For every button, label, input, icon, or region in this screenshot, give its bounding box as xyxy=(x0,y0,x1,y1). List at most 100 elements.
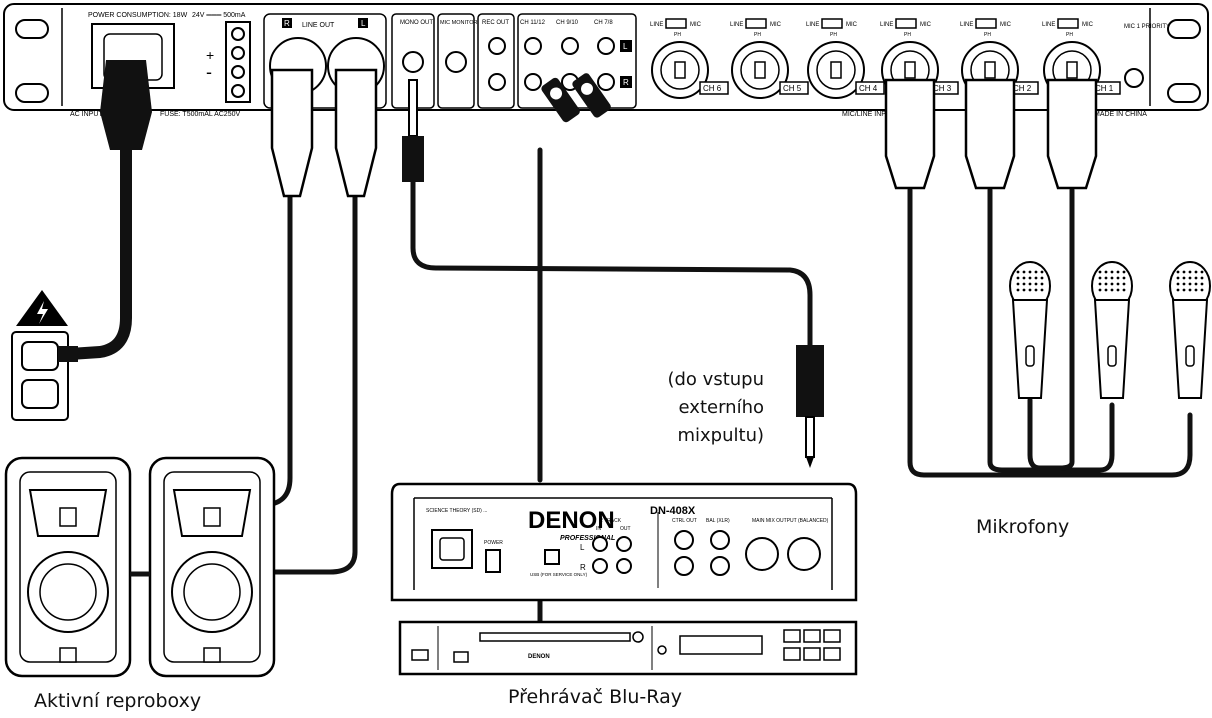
mic-switch-label: MIC xyxy=(1000,22,1012,28)
made-in-china-label: MADE IN CHINA xyxy=(1094,111,1147,118)
combo-input-jack: CH 5 xyxy=(731,41,809,99)
denon-usb-port xyxy=(544,549,560,565)
denon-xlr-out-r xyxy=(745,537,779,571)
denon-power-switch xyxy=(485,549,501,573)
channel-label: CH 5 xyxy=(783,84,802,93)
xlr-plug-l xyxy=(334,68,378,198)
speaker-cabinet xyxy=(4,456,132,678)
phantom-label: PH xyxy=(1066,32,1073,38)
mic-monitor-jack xyxy=(445,51,467,73)
channel-label: CH 2 xyxy=(1013,84,1032,93)
mic-cable-1 xyxy=(907,187,1193,478)
rack-hole-icon xyxy=(1167,19,1201,39)
rec-out-label: REC OUT xyxy=(482,20,509,26)
rack-hole-icon xyxy=(15,19,49,39)
power-consumption-label: POWER CONSUMPTION: 18W xyxy=(88,12,188,19)
ch-9-10-label: CH 9/10 xyxy=(556,20,579,26)
external-mixer-jack-plug xyxy=(796,345,824,417)
combo-input-jack: CH 6 xyxy=(651,41,729,99)
mic-plug-ch1 xyxy=(1046,78,1098,190)
active-speakers xyxy=(4,456,276,678)
phantom-label: PH xyxy=(830,32,837,38)
mic-switch-label: MIC xyxy=(846,22,858,28)
mono-jack-plug xyxy=(402,136,424,182)
bluray-power-button[interactable] xyxy=(411,649,429,661)
mic-monitor-label: MIC MONITOR xyxy=(440,20,478,26)
line-mic-switch: LINE MIC PH xyxy=(960,18,1012,38)
rack-hole-icon xyxy=(1167,83,1201,103)
ch-7-8-label: CH 7/8 xyxy=(594,20,613,26)
ch-7-8-l-label: L xyxy=(623,42,628,51)
denon-ctrl-out-label: CTRL OUT xyxy=(672,518,697,524)
line-out-r-label: R xyxy=(284,19,290,28)
fuse-label: FUSE: T500mAL AC250V xyxy=(160,111,240,118)
ac-input-label: AC INPUT xyxy=(70,111,103,118)
minus-sign: - xyxy=(206,62,212,82)
line-switch-label: LINE xyxy=(650,22,663,28)
denon-2track-r: R xyxy=(580,563,586,572)
ch-11-12-label: CH 11/12 xyxy=(520,20,546,26)
combo-input-jack: CH 4 xyxy=(807,41,885,99)
phantom-label: PH xyxy=(754,32,761,38)
mic-switch-label: MIC xyxy=(690,22,702,28)
denon-brand: DENON xyxy=(528,507,615,534)
line-mic-switch: LINE MIC PH xyxy=(650,18,702,38)
mic-plug-ch3 xyxy=(884,78,936,190)
line-switch-label: LINE xyxy=(960,22,973,28)
external-mixer-label-line3: mixpultu) xyxy=(677,425,764,446)
phantom-label: PH xyxy=(674,32,681,38)
mic1-priority-knob xyxy=(1124,68,1144,88)
line-switch-label: LINE xyxy=(730,22,743,28)
mono-out-cable xyxy=(410,177,813,348)
line-out-l-label: L xyxy=(361,19,366,28)
mic1-priority-label: MIC 1 PRIORITY xyxy=(1124,24,1170,30)
line-switch-label: LINE xyxy=(880,22,893,28)
phantom-label: PH xyxy=(984,32,991,38)
wall-outlet xyxy=(11,290,78,421)
external-mixer-label-line2: externího xyxy=(678,397,764,418)
microphones xyxy=(1009,261,1211,399)
power-cable xyxy=(64,144,132,360)
rack-hole-icon xyxy=(15,83,49,103)
bluray-open-close-button[interactable] xyxy=(632,631,644,643)
microphone-icon xyxy=(1009,261,1051,399)
mic-cable-2 xyxy=(987,187,1115,473)
channel-label: CH 1 xyxy=(1095,84,1114,93)
speakers-label: Aktivní reproboxy xyxy=(34,690,202,712)
mic-plug-ch2 xyxy=(964,78,1016,190)
line-mic-switch: LINE MIC PH xyxy=(730,18,782,38)
speaker-cable-l xyxy=(255,187,358,575)
bluray-disc-tray xyxy=(479,632,631,642)
denon-bal-label: BAL (XLR) xyxy=(706,518,730,524)
external-mixer-label-line1: (do vstupu xyxy=(667,369,764,390)
channel-label: CH 4 xyxy=(859,84,878,93)
denon-brand-sub: PROFESSIONAL xyxy=(560,535,615,542)
bluray-brand: DENON xyxy=(528,654,550,660)
line-out-label: LINE OUT xyxy=(302,22,335,29)
bluray-player: DENON xyxy=(398,620,858,676)
plugs xyxy=(100,60,1098,468)
microphone-icon xyxy=(1169,261,1211,399)
denon-power-switch-label: POWER xyxy=(484,540,503,546)
external-mixer-label: (do vstupu externího mixpultu) xyxy=(628,366,764,450)
mic-cable-3 xyxy=(1027,187,1075,471)
denon-power-small-label: SCIENCE THEORY (SD) ... xyxy=(426,508,487,514)
denon-usb-label: USB (FOR SERVICE ONLY) xyxy=(530,572,588,577)
denon-out-label: OUT xyxy=(620,526,631,532)
ch-7-8-r-label: R xyxy=(623,78,629,87)
mic-switch-label: MIC xyxy=(1082,22,1094,28)
bluray-transport-buttons[interactable] xyxy=(783,629,841,661)
plus-sign: + xyxy=(206,47,214,63)
denon-in-label: IN xyxy=(596,526,601,532)
cables xyxy=(64,144,1193,625)
microphone-icon xyxy=(1091,261,1133,399)
microphones-label: Mikrofony xyxy=(976,516,1070,538)
voltage-rating-label: 24V ═══ 500mA xyxy=(192,12,246,19)
denon-2track-l: L xyxy=(580,543,585,552)
speaker-cabinet xyxy=(148,456,276,678)
denon-xlr-out-l xyxy=(787,537,821,571)
mic-switch-label: MIC xyxy=(770,22,782,28)
